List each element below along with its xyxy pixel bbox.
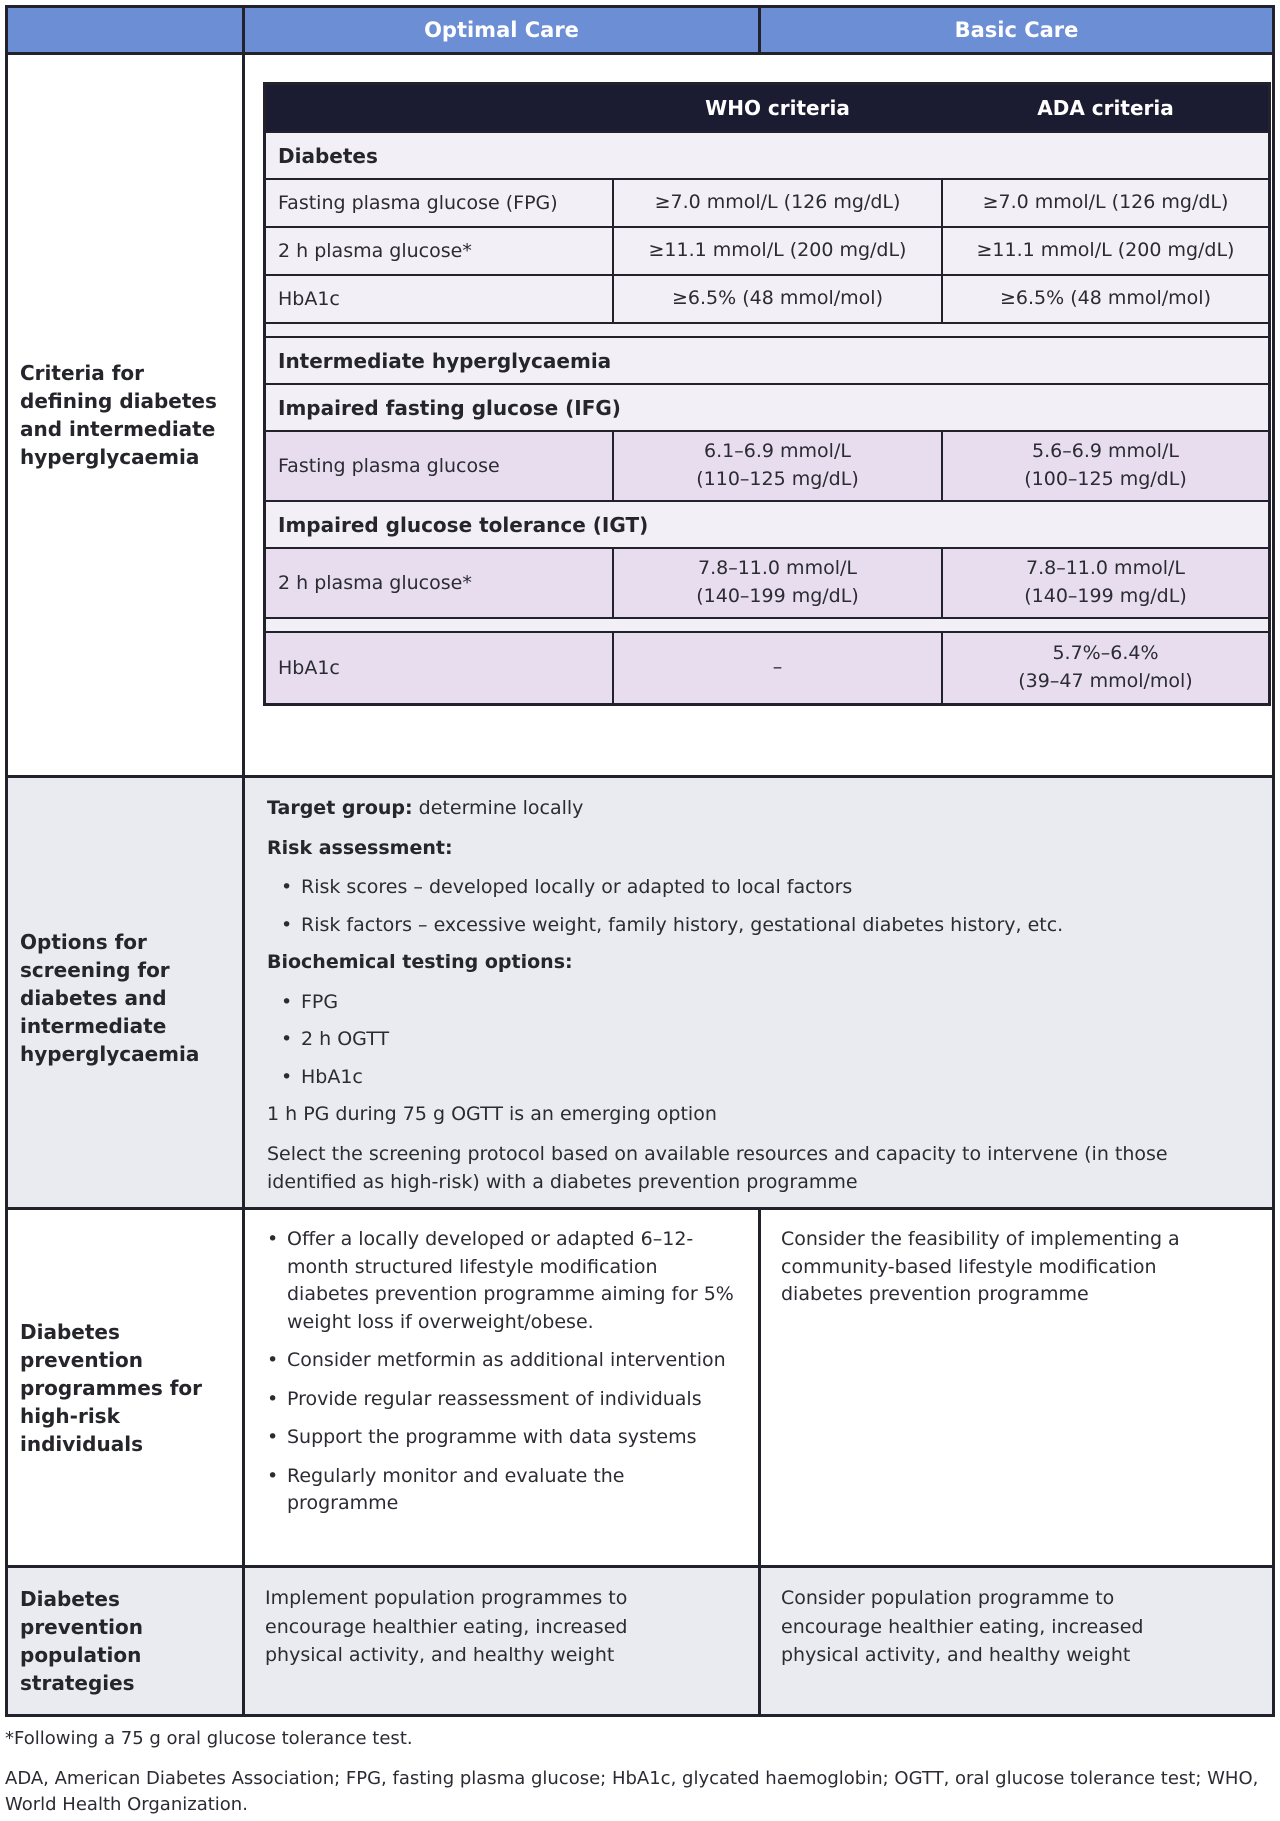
bullet-text: Risk factors – excessive weight, family … [301,913,1064,936]
list-item: • 2 h OGTT [281,1025,1252,1054]
row-label: HbA1c [278,288,340,310]
who-criteria-header: WHO criteria [612,85,941,131]
list-item: • Support the programme with data systems [267,1424,750,1452]
list-item: • Consider metformin as additional interv… [267,1347,750,1375]
header-optimal-care: Optimal Care [242,8,758,52]
who-value: – [612,633,941,703]
header-corner-cell [8,8,242,52]
target-group-value: determine locally [412,797,584,819]
bullet-icon: • [267,1464,279,1487]
diabetes-section-header: Diabetes [266,131,1268,178]
bullet-icon: • [281,1028,293,1050]
bullet-text: Regularly monitor and evaluate the progr… [287,1464,625,1515]
prevention-basic-text: Consider the feasibility of implementing… [781,1228,1180,1306]
population-basic-text: Consider population programme to encoura… [781,1587,1144,1666]
table-row-2h-glucose: 2 h plasma glucose* ≥11.1 mmol/L (200 mg… [266,226,1268,274]
list-item: • Risk factors – excessive weight, family… [281,911,1252,940]
screening-content-cell: Target group: determine locally Risk ass… [242,778,1272,1207]
header-basic-care: Basic Care [758,8,1272,52]
who-value: 7.8–11.0 mmol/L (140–199 mg/dL) [612,549,941,617]
ada-value: 5.7%–6.4% (39–47 mmol/mol) [941,633,1268,703]
row-label-population: Diabetes prevention population strategie… [20,1587,143,1695]
target-group-label: Target group: [267,797,413,819]
table-row-fpg: Fasting plasma glucose (FPG) ≥7.0 mmol/L… [266,178,1268,226]
spacer-row [266,617,1268,631]
care-header-row: Optimal Care Basic Care [8,8,1272,52]
population-optimal-cell: Implement population programmes to encou… [242,1568,758,1714]
igt-section-header: Impaired glucose tolerance (IGT) [266,500,1268,547]
criteria-row: Criteria for defining diabetes and inter… [8,52,1272,775]
ada-criteria-header: ADA criteria [941,85,1268,131]
bullet-text: 2 h OGTT [301,1028,390,1050]
spacer-row [266,322,1268,336]
bullet-text: Risk scores – developed locally or adapt… [301,876,853,898]
criteria-inner-table: WHO criteria ADA criteria Diabetes Fasti… [263,82,1271,706]
criteria-content-cell: WHO criteria ADA criteria Diabetes Fasti… [242,55,1272,775]
bullet-icon: • [281,990,293,1013]
ada-value: ≥7.0 mmol/L (126 mg/dL) [941,180,1268,226]
list-item: • Risk scores – developed locally or adap… [281,873,1252,902]
bullet-icon: • [281,913,293,936]
select-protocol-note: Select the screening protocol based on a… [267,1142,1168,1194]
bullet-icon: • [267,1387,279,1410]
table-row-hba1c: HbA1c ≥6.5% (48 mmol/mol) ≥6.5% (48 mmol… [266,274,1268,322]
bullet-icon: • [281,876,293,898]
population-optimal-text: Implement population programmes to encou… [265,1587,628,1666]
row-label: 2 h plasma glucose* [278,240,472,262]
screening-row: Options for screening for diabetes and i… [8,775,1272,1207]
who-value: ≥7.0 mmol/L (126 mg/dL) [612,180,941,226]
criteria-header-empty-cell [266,85,612,131]
bullet-icon: • [281,1065,293,1088]
list-item: • Regularly monitor and evaluate the prog… [267,1463,750,1518]
biochemical-testing-heading: Biochemical testing options: [267,951,573,973]
bullet-text: Consider metformin as additional interve… [287,1349,726,1372]
bullet-icon: • [267,1426,279,1449]
target-group-line: Target group: determine locally [267,794,1252,823]
table-row-intermediate-hba1c: HbA1c – 5.7%–6.4% (39–47 mmol/mol) [266,631,1268,703]
care-levels-table: Optimal Care Basic Care Criteria for def… [5,5,1275,1717]
row-label-criteria: Criteria for defining diabetes and inter… [20,361,217,469]
ada-value: ≥11.1 mmol/L (200 mg/dL) [941,228,1268,274]
row-label: HbA1c [278,657,340,679]
population-basic-cell: Consider population programme to encoura… [758,1568,1272,1714]
bullet-icon: • [267,1349,279,1372]
bullet-text: Offer a locally developed or adapted 6–1… [287,1228,734,1333]
ada-value: 5.6–6.9 mmol/L (100–125 mg/dL) [941,432,1268,500]
list-item: • HbA1c [281,1063,1252,1092]
who-value: 6.1–6.9 mmol/L (110–125 mg/dL) [612,432,941,500]
who-value: ≥11.1 mmol/L (200 mg/dL) [612,228,941,274]
table-row-ifg-fpg: Fasting plasma glucose 6.1–6.9 mmol/L (1… [266,430,1268,500]
bullet-icon: • [267,1228,279,1250]
row-label: 2 h plasma glucose* [278,572,472,594]
bullet-text: HbA1c [301,1065,363,1088]
row-label: Fasting plasma glucose [278,455,500,477]
table-row-igt-2h: 2 h plasma glucose* 7.8–11.0 mmol/L (140… [266,547,1268,617]
ada-value: 7.8–11.0 mmol/L (140–199 mg/dL) [941,549,1268,617]
list-item: • FPG [281,988,1252,1017]
row-label: Fasting plasma glucose (FPG) [278,192,558,214]
criteria-table-header: WHO criteria ADA criteria [266,85,1268,131]
prevention-optimal-cell: • Offer a locally developed or adapted 6–… [242,1210,758,1565]
population-row: Diabetes prevention population strategie… [8,1565,1272,1714]
emerging-option-note: 1 h PG during 75 g OGTT is an emerging o… [267,1103,717,1125]
bullet-text: FPG [301,990,339,1013]
bullet-text: Provide regular reassessment of individu… [287,1387,702,1410]
list-item: • Provide regular reassessment of individ… [267,1386,750,1414]
row-label-prevention: Diabetes prevention programmes for high-… [20,1319,203,1456]
footnote-abbreviations: ADA, American Diabetes Association; FPG,… [5,1768,1259,1816]
ifg-section-header: Impaired fasting glucose (IFG) [266,383,1268,430]
ada-value: ≥6.5% (48 mmol/mol) [941,276,1268,322]
prevention-basic-cell: Consider the feasibility of implementing… [758,1210,1272,1565]
intermediate-hyperglycaemia-header: Intermediate hyperglycaemia [266,336,1268,383]
prevention-row: Diabetes prevention programmes for high-… [8,1207,1272,1565]
who-value: ≥6.5% (48 mmol/mol) [612,276,941,322]
row-label-screening: Options for screening for diabetes and i… [20,929,200,1066]
footnote-asterisk: *Following a 75 g oral glucose tolerance… [5,1728,413,1749]
risk-assessment-heading: Risk assessment: [267,836,453,859]
list-item: • Offer a locally developed or adapted 6–… [267,1226,750,1336]
footnotes: *Following a 75 g oral glucose tolerance… [5,1726,1271,1821]
bullet-text: Support the programme with data systems [287,1426,697,1449]
